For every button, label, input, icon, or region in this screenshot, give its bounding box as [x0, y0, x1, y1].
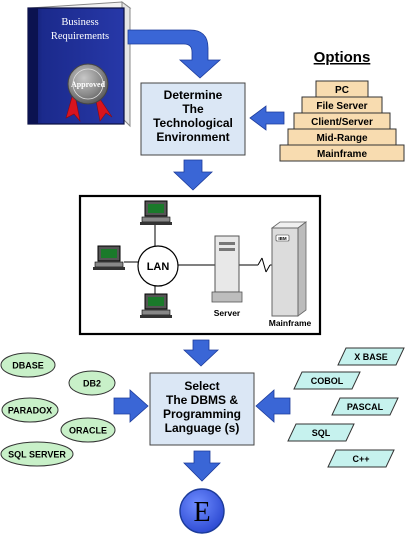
option-level-label: Mainframe [317, 149, 367, 160]
book-title-line1: Business [61, 17, 98, 28]
option-level-box [279, 144, 405, 162]
mainframe-badge: IBM [278, 236, 287, 241]
language-label: C++ [352, 454, 369, 464]
select-line2: The DBMS & [166, 393, 238, 407]
business-requirements-book: Business Requirements Approved [27, 1, 132, 128]
lan-hub [137, 245, 179, 287]
approved-seal: Approved [65, 63, 113, 123]
arrow-network-to-select [182, 339, 220, 367]
lan-label: LAN [147, 261, 170, 273]
server-icon [211, 235, 243, 303]
language-options: X BASE COBOL PASCAL SQL C++ [287, 347, 405, 468]
options-pyramid: Options PC File ServerClient/ServerMid-Ra… [279, 49, 405, 162]
select-dbms-box: Select The DBMS & Programming Language (… [149, 372, 255, 446]
server-label: Server [214, 308, 241, 318]
workstation-left-icon [93, 245, 125, 270]
arrow-determine-to-network [172, 159, 214, 191]
arrow-languages-to-select [255, 389, 291, 423]
dbms-label: DB2 [83, 379, 101, 389]
language-box [287, 423, 355, 442]
language-label: PASCAL [347, 402, 384, 412]
select-line4: Language (s) [165, 421, 240, 435]
language-box [337, 347, 405, 366]
language-box [327, 449, 395, 468]
option-level-label: PC [335, 85, 349, 96]
dbms-label: ORACLE [69, 426, 107, 436]
connector-e: E [179, 488, 225, 534]
mainframe-icon: IBM [270, 221, 308, 317]
dbms-ellipse [1, 397, 59, 423]
dbms-label: PARADOX [8, 406, 52, 416]
workstation-top-icon [140, 200, 172, 225]
option-level-label: Mid-Range [316, 133, 368, 144]
options-heading: Options [314, 49, 371, 66]
dbms-label: DBASE [12, 361, 44, 371]
determine-line4: Environment [156, 130, 229, 144]
determine-environment-box: Determine The Technological Environment [140, 82, 246, 156]
connector-e-letter: E [193, 497, 210, 528]
book-title-line2: Requirements [51, 31, 109, 42]
mainframe-label: Mainframe [269, 318, 312, 328]
arrow-dbms-to-select [113, 389, 149, 423]
network-diagram: LAN Server [78, 194, 322, 336]
dbms-ellipse [60, 417, 116, 443]
language-label: SQL [312, 428, 331, 438]
determine-line1: Determine [164, 88, 223, 102]
workstation-bottom-icon [140, 293, 172, 318]
select-line3: Programming [163, 407, 241, 421]
language-label: COBOL [311, 376, 344, 386]
select-line1: Select [184, 379, 219, 393]
dbms-label: SQL SERVER [8, 450, 66, 460]
arrow-book-to-determine [127, 29, 222, 79]
option-level-label: File Server [316, 101, 367, 112]
language-box [331, 397, 399, 416]
language-box [293, 371, 361, 390]
language-label: X BASE [354, 352, 388, 362]
dbms-ellipse [0, 441, 74, 467]
dbms-ellipse [68, 370, 116, 396]
determine-line2: The [182, 102, 204, 116]
determine-line3: Technological [153, 116, 233, 130]
seal-label: Approved [71, 80, 106, 89]
arrow-select-to-e [183, 450, 221, 482]
option-level-label: Client/Server [311, 117, 373, 128]
dbms-ellipse [0, 352, 56, 378]
arrow-options-to-determine [249, 105, 285, 131]
